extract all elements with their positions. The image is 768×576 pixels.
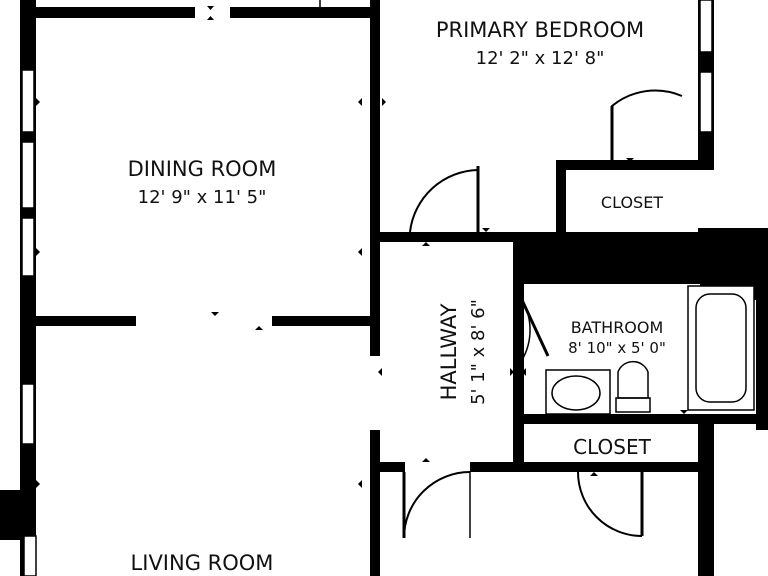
dims-hallway: 5' 1" x 8' 6" [468, 299, 489, 405]
wall-dining-living-left [20, 316, 136, 326]
wall-closet-top [556, 160, 714, 170]
wall-bottom-rooms-top-mid [470, 462, 578, 472]
hallway-opening [369, 356, 381, 430]
wall-closet-left [556, 160, 566, 240]
wall-bathroom-bottom [518, 414, 768, 424]
label-bathroom: BATHROOM [571, 318, 664, 337]
wall-dining-living-right [272, 316, 378, 326]
wall-top-mid [230, 7, 378, 18]
wall-fireplace [0, 490, 24, 540]
wall-dining-bedroom [370, 0, 380, 576]
bathroom-fixtures [545, 285, 755, 415]
wall-mass-right [518, 228, 768, 300]
label-closet-upper: CLOSET [601, 193, 663, 212]
window-left-1 [21, 69, 35, 133]
wall-bottom-rooms-top-right [642, 462, 712, 472]
windows [21, 0, 713, 576]
label-primary-bedroom: PRIMARY BEDROOM [436, 18, 644, 42]
toilet-tank [615, 397, 651, 413]
wall-hallway-right [513, 232, 524, 468]
wall-bathroom-right [756, 284, 768, 430]
door-lower-right [577, 471, 643, 537]
toilet-bowl [617, 360, 649, 399]
dims-dining-room: 12' 9" x 11' 5" [138, 187, 267, 208]
wall-top-left [20, 7, 195, 18]
door-closet-upper [611, 89, 683, 162]
dims-primary-bedroom: 12' 2" x 12' 8" [476, 48, 605, 69]
window-bottom-left [23, 535, 37, 576]
wall-bedroom-bottom [370, 232, 518, 242]
window-left-3 [21, 217, 35, 277]
label-hallway: HALLWAY [437, 303, 461, 400]
sink-vanity [545, 369, 611, 415]
opening-markers [36, 6, 688, 488]
wall-closet-lower-right [698, 414, 714, 576]
dims-bathroom: 8' 10" x 5' 0" [568, 339, 666, 357]
window-left-4 [21, 383, 35, 445]
door-lower-left [403, 471, 471, 539]
label-living-room: LIVING ROOM [131, 551, 274, 575]
wall-bottom-rooms-top-left [370, 462, 405, 472]
door-hallway-bedroom [409, 169, 479, 233]
bathtub [687, 285, 755, 411]
window-right-2 [699, 71, 713, 133]
room-labels: PRIMARY BEDROOM 12' 2" x 12' 8" DINING R… [128, 18, 666, 575]
window-right-1 [699, 0, 713, 53]
label-dining-room: DINING ROOM [128, 157, 277, 181]
window-left-2 [21, 141, 35, 209]
wall-closet-lower-bottom [518, 462, 714, 472]
label-closet-lower: CLOSET [573, 435, 651, 459]
doors [402, 89, 683, 539]
